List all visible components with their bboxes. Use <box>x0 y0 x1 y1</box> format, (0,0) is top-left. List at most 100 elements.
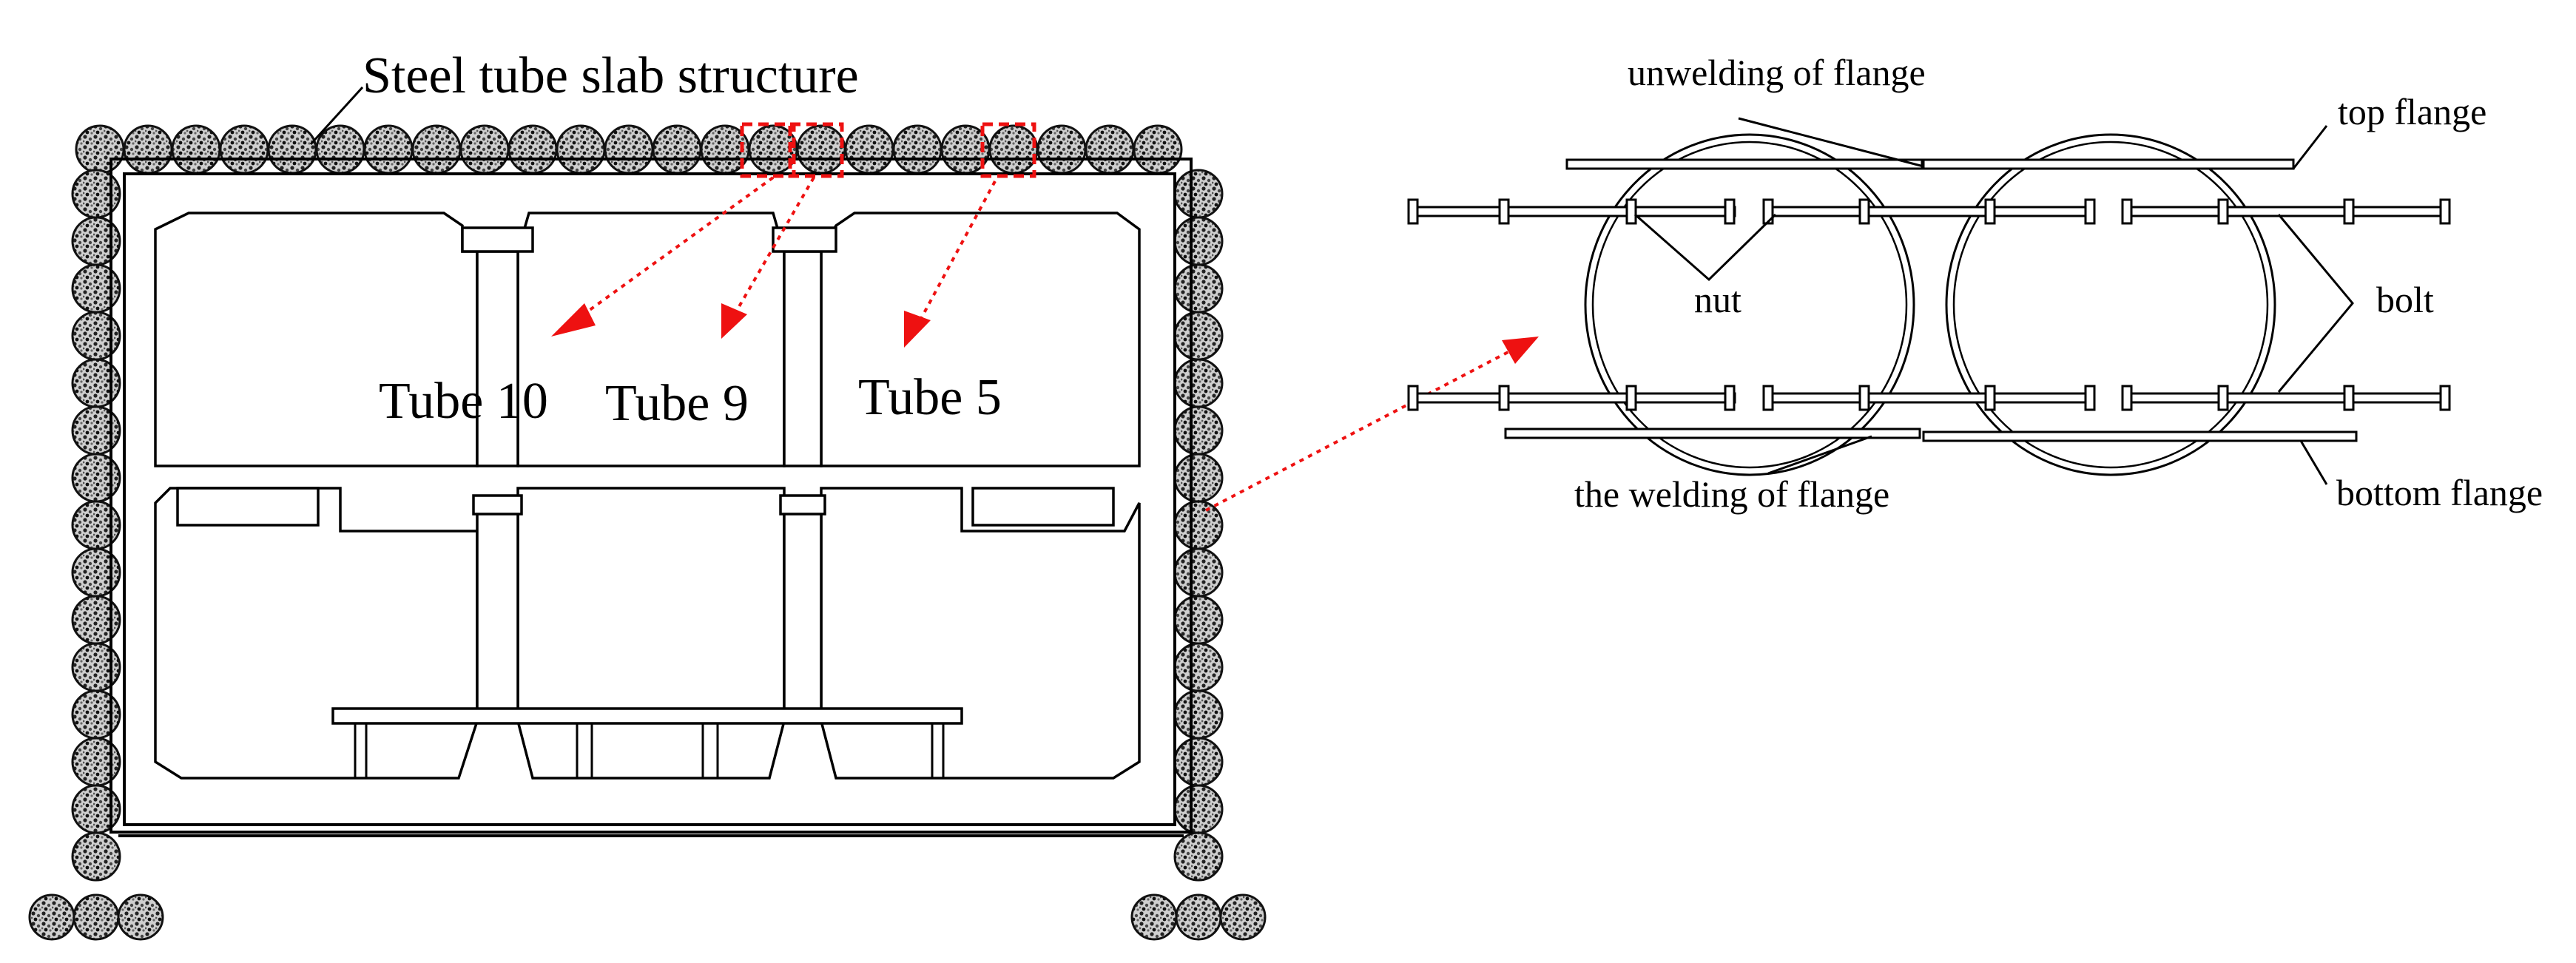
steel-tube <box>1173 405 1224 456</box>
nut-icon <box>2084 385 2096 411</box>
label-tube-9: Tube 9 <box>605 375 749 432</box>
detail-tube-right-inner <box>1952 141 2269 469</box>
nut-icon <box>1858 198 1870 225</box>
bottom-flange-plate-right <box>1922 430 2358 442</box>
bolt-rod <box>2125 206 2450 217</box>
tunnel-inner-frame <box>123 172 1176 826</box>
lower-chamber-left <box>154 487 479 780</box>
steel-tube <box>315 124 365 175</box>
steel-tube <box>508 124 558 175</box>
steel-tube <box>71 500 121 550</box>
bolt-row-bottom <box>1407 385 2451 411</box>
nut-icon <box>1407 198 1419 225</box>
nut-icon <box>1724 198 1736 225</box>
nut-icon <box>1762 385 1774 411</box>
upper-chamber-right <box>820 212 1141 467</box>
highlight-box-tube-10 <box>740 122 796 178</box>
steel-tube <box>1173 453 1224 503</box>
steel-tube <box>1085 124 1135 175</box>
column-left-neck <box>472 494 523 516</box>
steel-tube <box>71 689 121 740</box>
nut-icon <box>2439 385 2451 411</box>
column-left-cap <box>461 226 534 253</box>
steel-tube <box>28 893 75 941</box>
label-tube-5: Tube 5 <box>858 369 1002 426</box>
steel-tube <box>75 124 125 175</box>
steel-tube <box>1219 893 1267 941</box>
steel-tube <box>71 453 121 503</box>
steel-tube <box>71 263 121 314</box>
label-bottom-flange: bottom flange <box>2336 472 2543 513</box>
steel-tube <box>1173 263 1224 314</box>
steel-tube <box>1173 216 1224 266</box>
highlight-box-tube-5 <box>980 122 1036 178</box>
arrow-tube-5 <box>916 180 997 326</box>
lower-beam-right <box>971 487 1115 527</box>
tunnel-outer-frame <box>109 158 1193 834</box>
platform-deck <box>331 707 963 725</box>
arrow-head-tube-10 <box>551 303 596 337</box>
steel-tube <box>117 893 164 941</box>
steel-tube <box>1173 689 1224 740</box>
column-left-lower <box>476 509 519 723</box>
bolt-row-top <box>1407 198 2451 225</box>
column-right-cap <box>772 226 837 253</box>
nut-icon <box>2343 385 2355 411</box>
steel-tube <box>1173 311 1224 361</box>
steel-tube <box>71 595 121 645</box>
steel-tube <box>1173 500 1224 550</box>
leader-unwelding <box>1738 117 1924 168</box>
nut-icon <box>1724 385 1736 411</box>
steel-tube <box>844 124 894 175</box>
column-right-lower <box>783 509 823 723</box>
steel-tube <box>1173 831 1224 882</box>
leader-nut <box>1634 213 1777 282</box>
bottom-flange-plate-left <box>1504 428 1921 439</box>
steel-tube <box>73 893 120 941</box>
label-bolt: bolt <box>2376 279 2434 320</box>
lower-chamber-right <box>820 487 1141 780</box>
nut-icon <box>1407 385 1419 411</box>
nut-icon <box>1498 198 1510 225</box>
nut-icon <box>1625 198 1637 225</box>
nut-icon <box>1984 198 1996 225</box>
steel-tube <box>171 124 221 175</box>
label-nut: nut <box>1694 279 1742 320</box>
steel-tube <box>1130 893 1178 941</box>
arrow-tube-9 <box>731 176 815 320</box>
arrow-head-tube-9 <box>721 303 747 339</box>
bolt-rod <box>1412 206 1736 217</box>
steel-tube <box>1173 358 1224 408</box>
label-tube-10: Tube 10 <box>379 373 548 430</box>
steel-tube <box>363 124 414 175</box>
steel-tube-chain <box>28 124 1267 941</box>
arrow-to-detail <box>1205 346 1517 512</box>
steel-tube <box>1173 784 1224 834</box>
leader-welding <box>1767 435 1872 475</box>
label-top-flange: top flange <box>2338 91 2486 132</box>
steel-tube <box>71 547 121 598</box>
top-flange-plate-left <box>1565 158 1923 170</box>
steel-tube <box>71 784 121 834</box>
column-right <box>783 250 823 467</box>
steel-tube <box>71 216 121 266</box>
steel-tube <box>1036 124 1087 175</box>
steel-tube <box>1173 547 1224 598</box>
steel-tube <box>71 642 121 692</box>
steel-tube <box>71 405 121 456</box>
steel-tube <box>1175 893 1222 941</box>
lower-beam-left <box>176 487 320 527</box>
lower-chamber-middle <box>516 487 786 780</box>
steel-tube <box>267 124 317 175</box>
nut-icon <box>2343 198 2355 225</box>
steel-tube <box>1173 595 1224 645</box>
steel-tube <box>411 124 462 175</box>
column-right-neck <box>779 494 826 516</box>
steel-tube <box>796 124 846 175</box>
detail-tube-left-inner <box>1591 141 1908 469</box>
steel-tube <box>219 124 269 175</box>
steel-tube <box>892 124 943 175</box>
detail-tube-right-outer <box>1945 133 2276 476</box>
steel-tube <box>604 124 654 175</box>
steel-tube <box>71 737 121 787</box>
